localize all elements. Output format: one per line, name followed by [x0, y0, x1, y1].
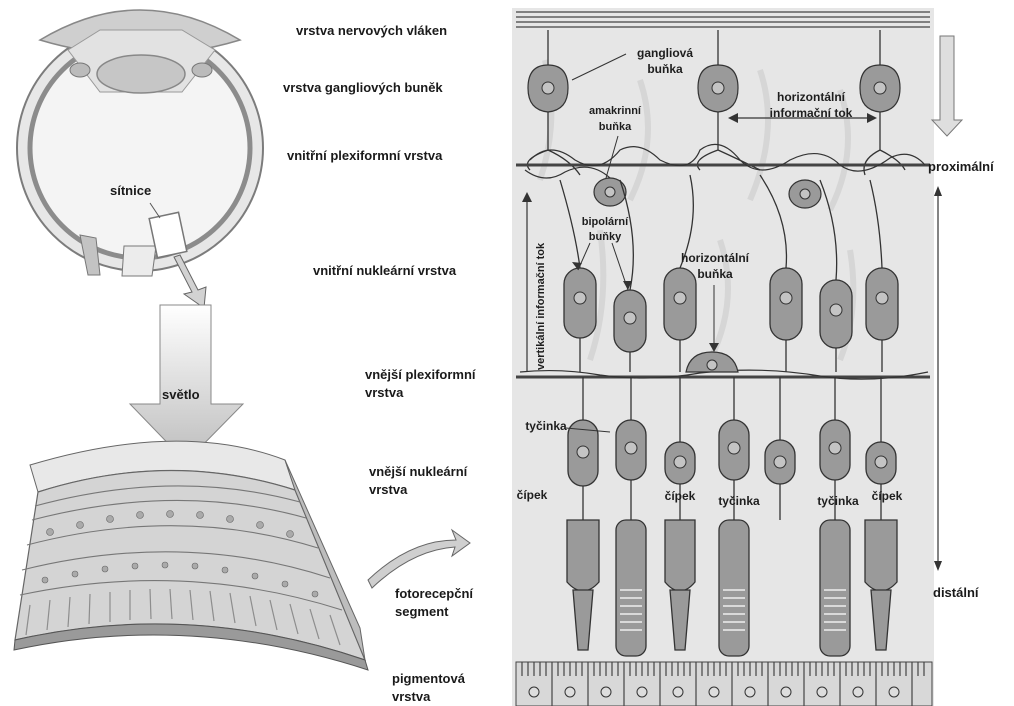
label-pigment-line-1: pigmentová [392, 670, 465, 687]
label-distal: distální [933, 584, 979, 601]
label-rod-top: tyčinka [522, 419, 570, 433]
label-pigment-line-2: vrstva [392, 688, 430, 705]
light-direction-arrow [932, 36, 962, 136]
label-horizontal-flow-2: informační tok [756, 106, 866, 120]
label-inner-plexiform-layer: vnitřní plexiformní vrstva [287, 147, 442, 164]
label-bipolar-cells-1: bipolární [572, 215, 638, 229]
label-vertical-flow: vertikální informační tok [535, 243, 547, 370]
light-arrow [130, 305, 243, 462]
label-rod-middle: tyčinka [711, 494, 767, 508]
label-photoreceptor-line-1: fotorecepční [395, 585, 473, 602]
label-ganglion-cell-1: gangliová [637, 46, 693, 60]
retina-block [14, 441, 368, 670]
zoom-arrow [368, 530, 470, 588]
label-nerve-fiber-layer: vrstva nervových vláken [296, 22, 447, 39]
label-bipolar-cells-2: buňky [572, 230, 638, 244]
label-amacrine-cell-1: amakrinní [584, 104, 646, 118]
label-horizontal-flow-1: horizontální [756, 90, 866, 104]
label-cone-middle: čípek [660, 489, 700, 503]
label-amacrine-cell-2: buňka [584, 120, 646, 134]
label-outer-nuclear-line-1: vnější nukleární [369, 463, 467, 480]
label-outer-plexiform-line-1: vnější plexiformní [365, 366, 476, 383]
label-retina: sítnice [110, 182, 151, 199]
label-photoreceptor-line-2: segment [395, 603, 448, 620]
label-outer-plexiform-line-2: vrstva [365, 384, 403, 401]
label-light: světlo [162, 386, 200, 403]
label-rod-right: tyčinka [810, 494, 866, 508]
label-outer-nuclear-line-2: vrstva [369, 481, 407, 498]
label-proximal: proximální [928, 158, 994, 175]
label-cone-right: čípek [867, 489, 907, 503]
label-horizontal-cell-2: buňka [674, 267, 756, 281]
label-horizontal-cell-1: horizontální [674, 251, 756, 265]
eyeball-illustration [17, 10, 263, 308]
label-cone-left: čípek [512, 488, 552, 502]
label-inner-nuclear-layer: vnitřní nukleární vrstva [313, 262, 456, 279]
label-ganglion-cell-layer: vrstva gangliových buněk [283, 79, 443, 96]
retina-layers-panel [512, 8, 934, 706]
label-ganglion-cell-2: buňka [637, 62, 693, 76]
